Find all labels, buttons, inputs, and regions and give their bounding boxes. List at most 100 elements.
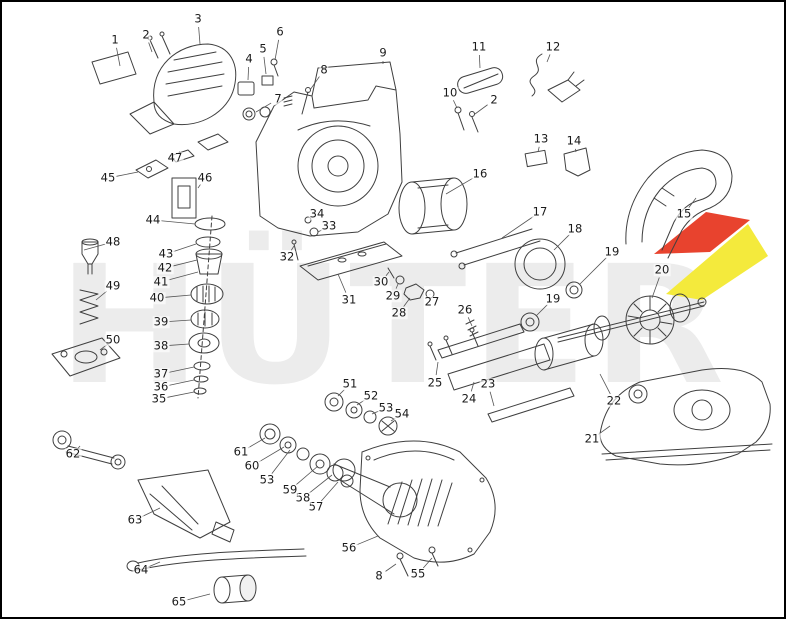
leader-line: [271, 449, 291, 474]
leader-line: [142, 507, 161, 517]
part-number-label: 12: [544, 39, 562, 54]
knob-spring-base: [51, 238, 121, 377]
part-number-label: 41: [152, 274, 170, 289]
leader-line: [263, 56, 267, 75]
part-number-label: 51: [341, 376, 359, 391]
part-number-label: 37: [152, 366, 170, 381]
part-number-label: 10: [441, 85, 459, 100]
leader-line: [688, 197, 697, 208]
part-number-label: 40: [148, 290, 166, 305]
part-number-label: 23: [479, 376, 497, 391]
leader-line: [198, 26, 201, 45]
leader-line: [478, 54, 481, 69]
leader-line: [474, 104, 488, 115]
part-number-label: 21: [583, 431, 601, 446]
top-cover-assembly: [91, 31, 237, 135]
part-number-label: 53: [377, 400, 395, 415]
leader-line: [295, 465, 319, 486]
leader-line: [168, 343, 190, 346]
part-number-label: 29: [384, 288, 402, 303]
part-number-label: 18: [566, 221, 584, 236]
part-number-label: 57: [307, 499, 325, 514]
wrench: [52, 430, 126, 470]
logo-yellow-shape: [666, 224, 768, 300]
part-number-label: 17: [531, 204, 549, 219]
part-number-label: 33: [320, 218, 338, 233]
leader-line: [356, 535, 379, 546]
brush-and-hardware: [237, 58, 293, 121]
leader-line: [385, 271, 390, 277]
part-number-label: 59: [281, 482, 299, 497]
part-number-label: 24: [460, 391, 478, 406]
leader-line: [598, 425, 611, 435]
leader-line: [77, 445, 81, 449]
leader-line: [255, 102, 272, 113]
base-plate-and-fasteners: [299, 241, 435, 301]
leader-line: [422, 557, 433, 569]
leader-line: [115, 171, 139, 177]
part-number-label: 60: [243, 458, 261, 473]
leader-line: [337, 389, 345, 397]
leader-line: [445, 177, 474, 195]
leader-line: [501, 216, 534, 239]
leader-line: [337, 273, 347, 293]
leader-line: [168, 366, 195, 373]
leader-line: [467, 317, 473, 327]
leader-line: [274, 39, 279, 61]
leader-line: [403, 297, 411, 307]
part-number-label: 32: [278, 249, 296, 264]
part-number-label: 39: [152, 314, 170, 329]
leader-line: [168, 379, 195, 386]
part-number-label: 28: [390, 305, 408, 320]
leader-line: [453, 100, 458, 109]
leader-line: [247, 437, 266, 449]
part-number-label: 58: [294, 490, 312, 505]
logo-red-shape: [654, 212, 750, 254]
dust-bag: [137, 469, 235, 543]
part-number-label: 42: [156, 260, 174, 275]
leader-line: [164, 294, 192, 298]
part-number-label: 1: [110, 32, 120, 47]
leader-line: [168, 271, 199, 281]
part-number-label: 61: [232, 444, 250, 459]
planer-body: [599, 368, 773, 466]
leader-line: [160, 220, 196, 225]
part-number-label: 53: [258, 472, 276, 487]
long-screws: [450, 228, 541, 270]
part-number-label: 4: [244, 51, 254, 66]
leader-line: [385, 563, 397, 572]
leader-line: [489, 391, 495, 407]
pulleys-and-washers: [259, 392, 398, 488]
leader-line: [95, 290, 108, 301]
part-number-label: 47: [166, 150, 184, 165]
part-number-label: 65: [170, 594, 188, 609]
part-number-label: 64: [132, 562, 150, 577]
part-number-label: 8: [374, 568, 384, 583]
bracket-parts: [135, 133, 229, 219]
part-number-label: 34: [308, 206, 326, 221]
leader-line: [395, 283, 399, 289]
leader-line: [148, 561, 161, 568]
part-number-label: 26: [456, 302, 474, 317]
part-number-label: 2: [489, 92, 499, 107]
part-number-label: 63: [126, 512, 144, 527]
part-number-label: 56: [340, 540, 358, 555]
part-number-label: 45: [99, 170, 117, 185]
leader-line: [599, 373, 611, 395]
leader-line: [546, 54, 551, 63]
leader-line: [575, 148, 577, 153]
leader-line: [258, 446, 285, 463]
part-number-label: 62: [64, 446, 82, 461]
leader-line: [371, 410, 379, 415]
part-number-label: 54: [393, 406, 411, 421]
part-number-label: 38: [152, 338, 170, 353]
part-number-label: 5: [258, 41, 268, 56]
part-number-label: 50: [104, 332, 122, 347]
part-number-label: 6: [275, 24, 285, 39]
leader-line: [186, 593, 211, 601]
part-number-label: 30: [372, 274, 390, 289]
part-number-label: 3: [193, 11, 203, 26]
